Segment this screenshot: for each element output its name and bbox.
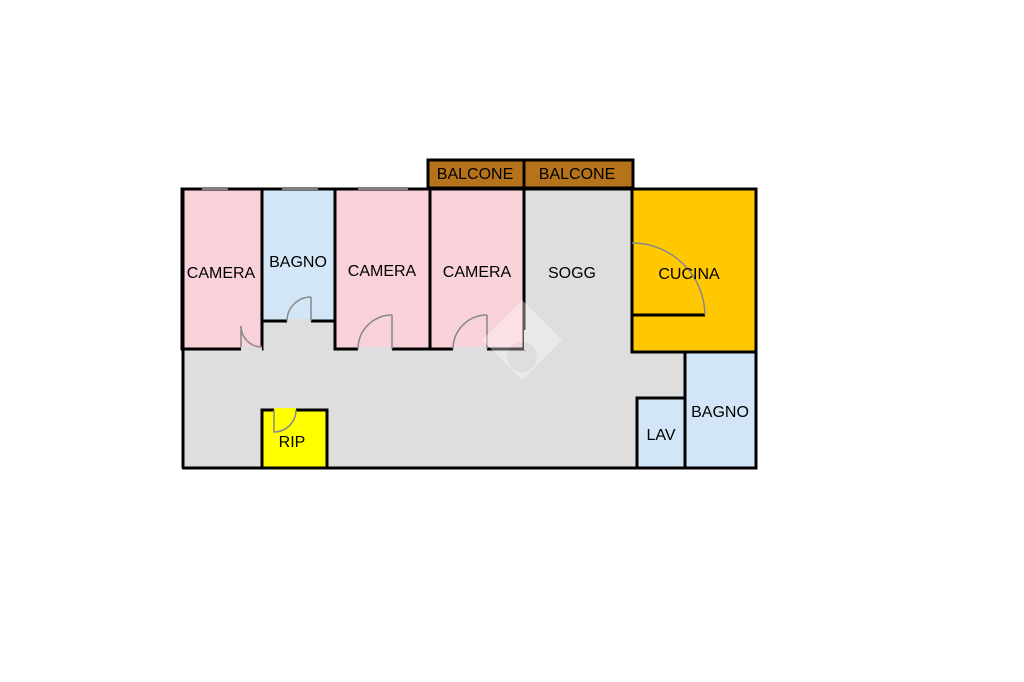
door-opening: [287, 319, 311, 324]
label-lav: LAV: [646, 427, 675, 444]
door-opening: [241, 347, 262, 352]
room-balcone-1: [426, 158, 526, 190]
door-swing: [286, 296, 312, 322]
label-balcone-2: BALCONE: [539, 166, 615, 183]
door-opening: [453, 347, 487, 352]
door-swing: [452, 314, 488, 350]
room-lav: [635, 396, 687, 470]
label-camera-2: CAMERA: [348, 263, 417, 280]
label-balcone-1: BALCONE: [437, 166, 513, 183]
label-bagno-2: BAGNO: [691, 404, 749, 421]
label-rip: RIP: [279, 434, 306, 451]
door-swing: [631, 242, 706, 316]
room-camera-1: [180, 187, 264, 351]
watermark-logo: [482, 300, 562, 380]
room-balcone-2: [522, 158, 635, 190]
label-sogg: SOGG: [548, 265, 596, 282]
label-cucina: CUCINA: [658, 266, 720, 283]
label-camera-3: CAMERA: [443, 264, 512, 281]
door-opening: [524, 330, 528, 350]
label-camera-1: CAMERA: [187, 265, 256, 282]
door-swing: [273, 409, 297, 433]
door-opening: [274, 408, 296, 413]
door-opening: [358, 347, 392, 352]
label-bagno-1: BAGNO: [269, 254, 327, 271]
door-swing: [357, 314, 393, 350]
